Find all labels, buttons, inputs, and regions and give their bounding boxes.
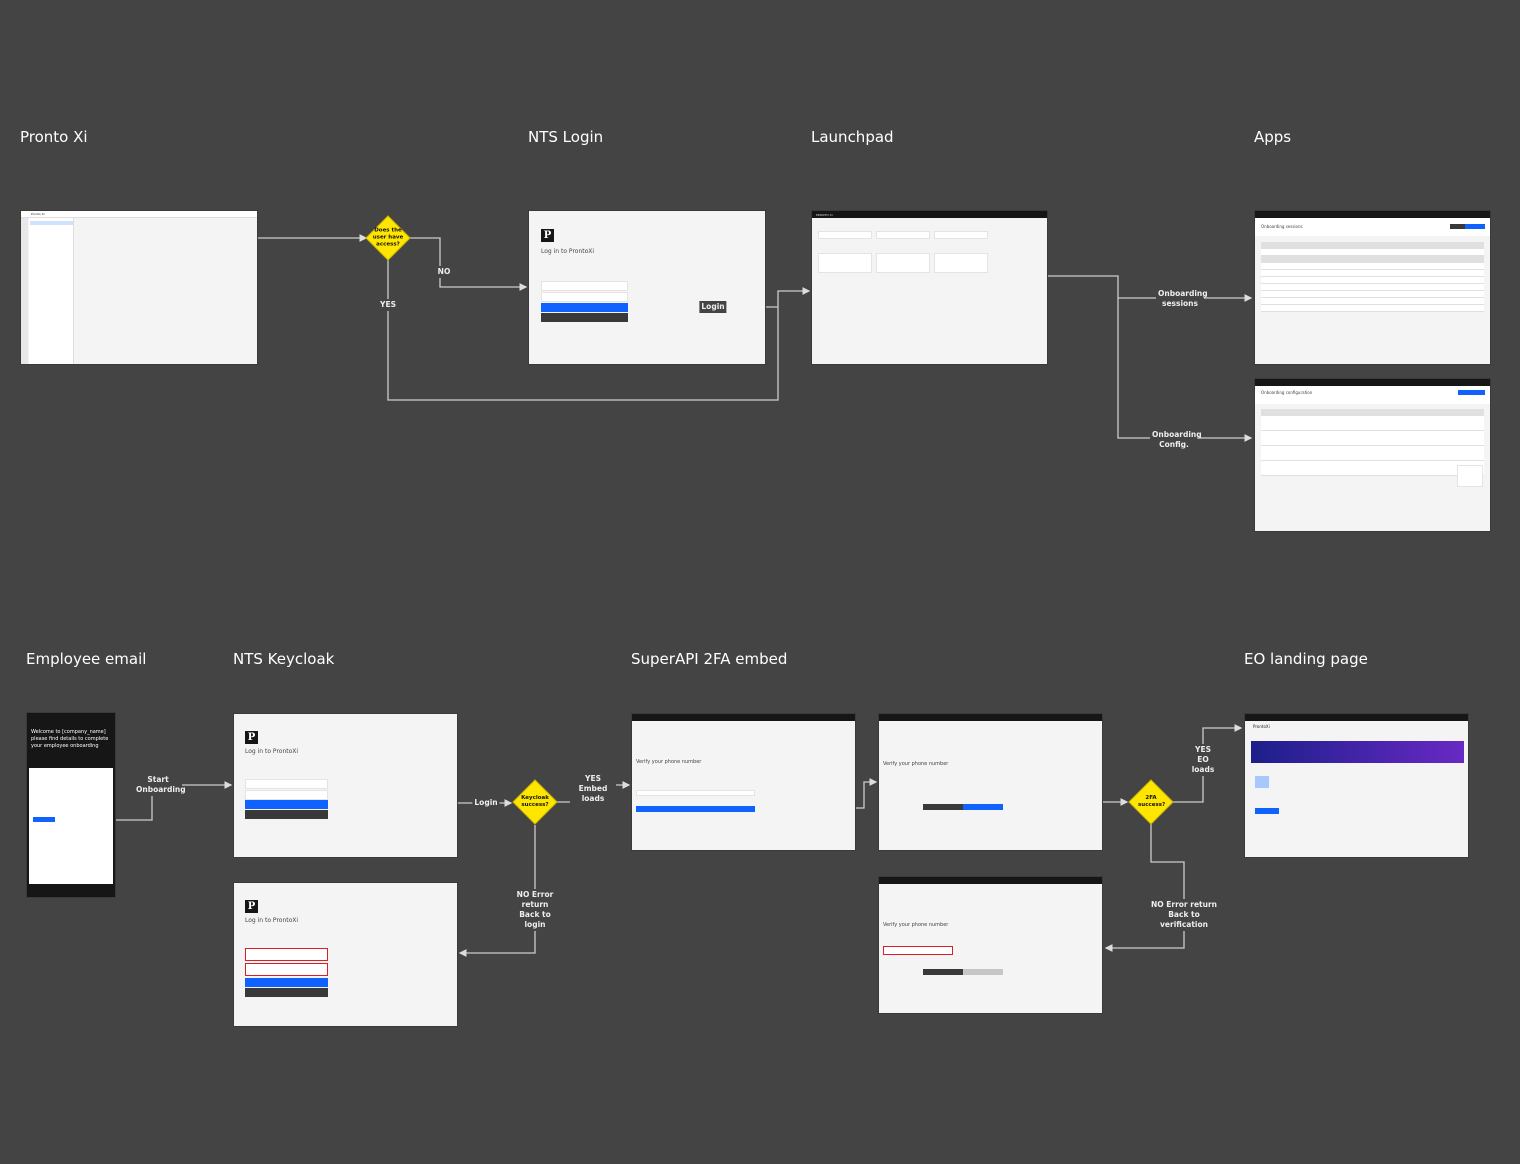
pronto-logo: P — [541, 229, 554, 242]
employee-email-screen[interactable]: Welcome to [company_name] please find de… — [26, 712, 116, 898]
keycloak-error-screen[interactable]: P Log in to ProntoXi — [233, 882, 458, 1027]
onboarding-sessions-screen[interactable]: Onboarding sessions — [1254, 210, 1491, 365]
connector — [116, 781, 233, 821]
send-code-button[interactable] — [636, 806, 755, 812]
connector — [410, 237, 528, 291]
label-keycloak-yes: YES Embed loads — [570, 773, 616, 805]
login-button[interactable] — [541, 303, 628, 312]
login-heading: Log in to ProntoXi — [541, 248, 595, 255]
email-welcome: Welcome to [company_name] please find de… — [31, 729, 109, 749]
connector — [387, 260, 811, 401]
label-no-access: NO — [435, 266, 453, 278]
pronto-logo: P — [245, 731, 258, 744]
start-onboarding-button[interactable] — [33, 817, 55, 822]
verify-code-error-screen[interactable]: Verify your phone number — [878, 876, 1103, 1014]
label-keycloak-login: Login — [472, 797, 500, 809]
verify-code-screen[interactable]: Verify your phone number — [878, 713, 1103, 851]
top-nav: PRONTO Xi — [812, 211, 1047, 218]
nts-login-screen[interactable]: P Log in to ProntoXi — [528, 210, 766, 365]
section-title-nts-keycloak: NTS Keycloak — [233, 650, 335, 668]
keycloak-login-screen[interactable]: P Log in to ProntoXi — [233, 713, 458, 858]
section-title-eo-landing: EO landing page — [1244, 650, 1368, 668]
login-heading: Log in to ProntoXi — [245, 917, 299, 924]
section-title-employee-email: Employee email — [26, 650, 147, 668]
connector — [1117, 298, 1253, 442]
app-tile[interactable] — [934, 253, 988, 273]
label-yes-access: YES — [378, 299, 398, 311]
label-2fa-yes: YES EO loads — [1186, 744, 1220, 776]
onboarding-config-screen[interactable]: Onboarding configuration — [1254, 378, 1491, 532]
app-tile[interactable] — [876, 253, 930, 273]
superapi-2fa-embed-screen[interactable]: Verify your phone number — [631, 713, 856, 851]
verify-heading: Verify your phone number — [883, 922, 949, 928]
section-title-pronto-xi: Pronto Xi — [20, 128, 88, 146]
pronto-xi-screen[interactable]: Pronto Xi — [20, 210, 258, 365]
label-onboarding-sessions: Onboarding sessions — [1156, 288, 1208, 310]
login-button[interactable] — [245, 800, 328, 809]
section-title-superapi-2fa: SuperAPI 2FA embed — [631, 650, 788, 668]
eo-landing-screen[interactable]: ProntoXi — [1244, 713, 1469, 858]
verify-heading: Verify your phone number — [636, 759, 702, 765]
sso-button[interactable] — [541, 313, 628, 322]
sessions-title: Onboarding sessions — [1261, 224, 1303, 229]
verify-button[interactable] — [963, 804, 1003, 810]
password-field[interactable] — [541, 292, 628, 302]
pronto-logo: P — [245, 900, 258, 913]
connector — [1104, 824, 1185, 952]
decision-keycloak-text: Keycloak success? — [521, 795, 549, 808]
decision-access-text: Does the user have access? — [372, 227, 404, 248]
label-onboarding-config: Onboarding Config. — [1150, 429, 1202, 451]
login-heading: Log in to ProntoXi — [245, 748, 299, 755]
username-field[interactable] — [541, 281, 628, 291]
label-start-onboarding: Start Onboarding — [134, 774, 186, 796]
app-title: Pronto Xi — [31, 212, 45, 216]
section-title-apps: Apps — [1254, 128, 1292, 146]
config-title: Onboarding configuration — [1261, 390, 1313, 395]
continue-button[interactable] — [1255, 808, 1279, 814]
app-tile[interactable] — [818, 253, 872, 273]
eo-brand: ProntoXi — [1253, 724, 1270, 729]
decision-2fa-text: 2FA success? — [1138, 795, 1166, 808]
verify-heading: Verify your phone number — [883, 761, 949, 767]
onboarding-progress-banner — [1251, 741, 1464, 763]
label-keycloak-no: NO Error return Back to login — [510, 889, 560, 931]
connector — [458, 825, 536, 957]
label-2fa-no: NO Error return Back to verification — [1149, 899, 1219, 931]
section-title-launchpad: Launchpad — [811, 128, 894, 146]
launchpad-screen[interactable]: PRONTO Xi — [811, 210, 1048, 365]
section-title-nts-login: NTS Login — [528, 128, 604, 146]
label-login: Login — [699, 301, 727, 313]
